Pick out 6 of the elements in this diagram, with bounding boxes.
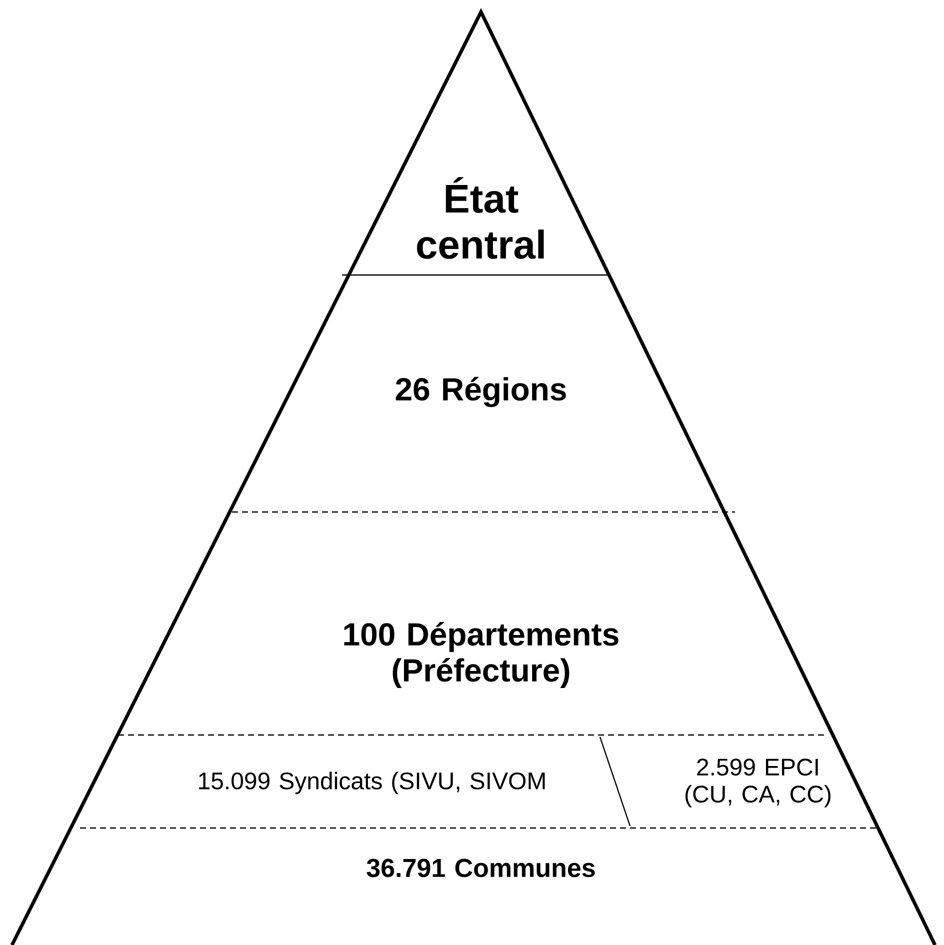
level-label: 2.599 EPCI (CU, CA, CC) [686,758,830,808]
level-label: 15.099 Syndicats (SIVU, SIVOM [199,772,545,794]
level-label: 26 Régions [396,376,566,408]
level-label: État central [416,177,544,259]
level-label: 100 Départements (Préfecture) [344,622,618,688]
level-label: 36.791 Communes [366,858,595,878]
